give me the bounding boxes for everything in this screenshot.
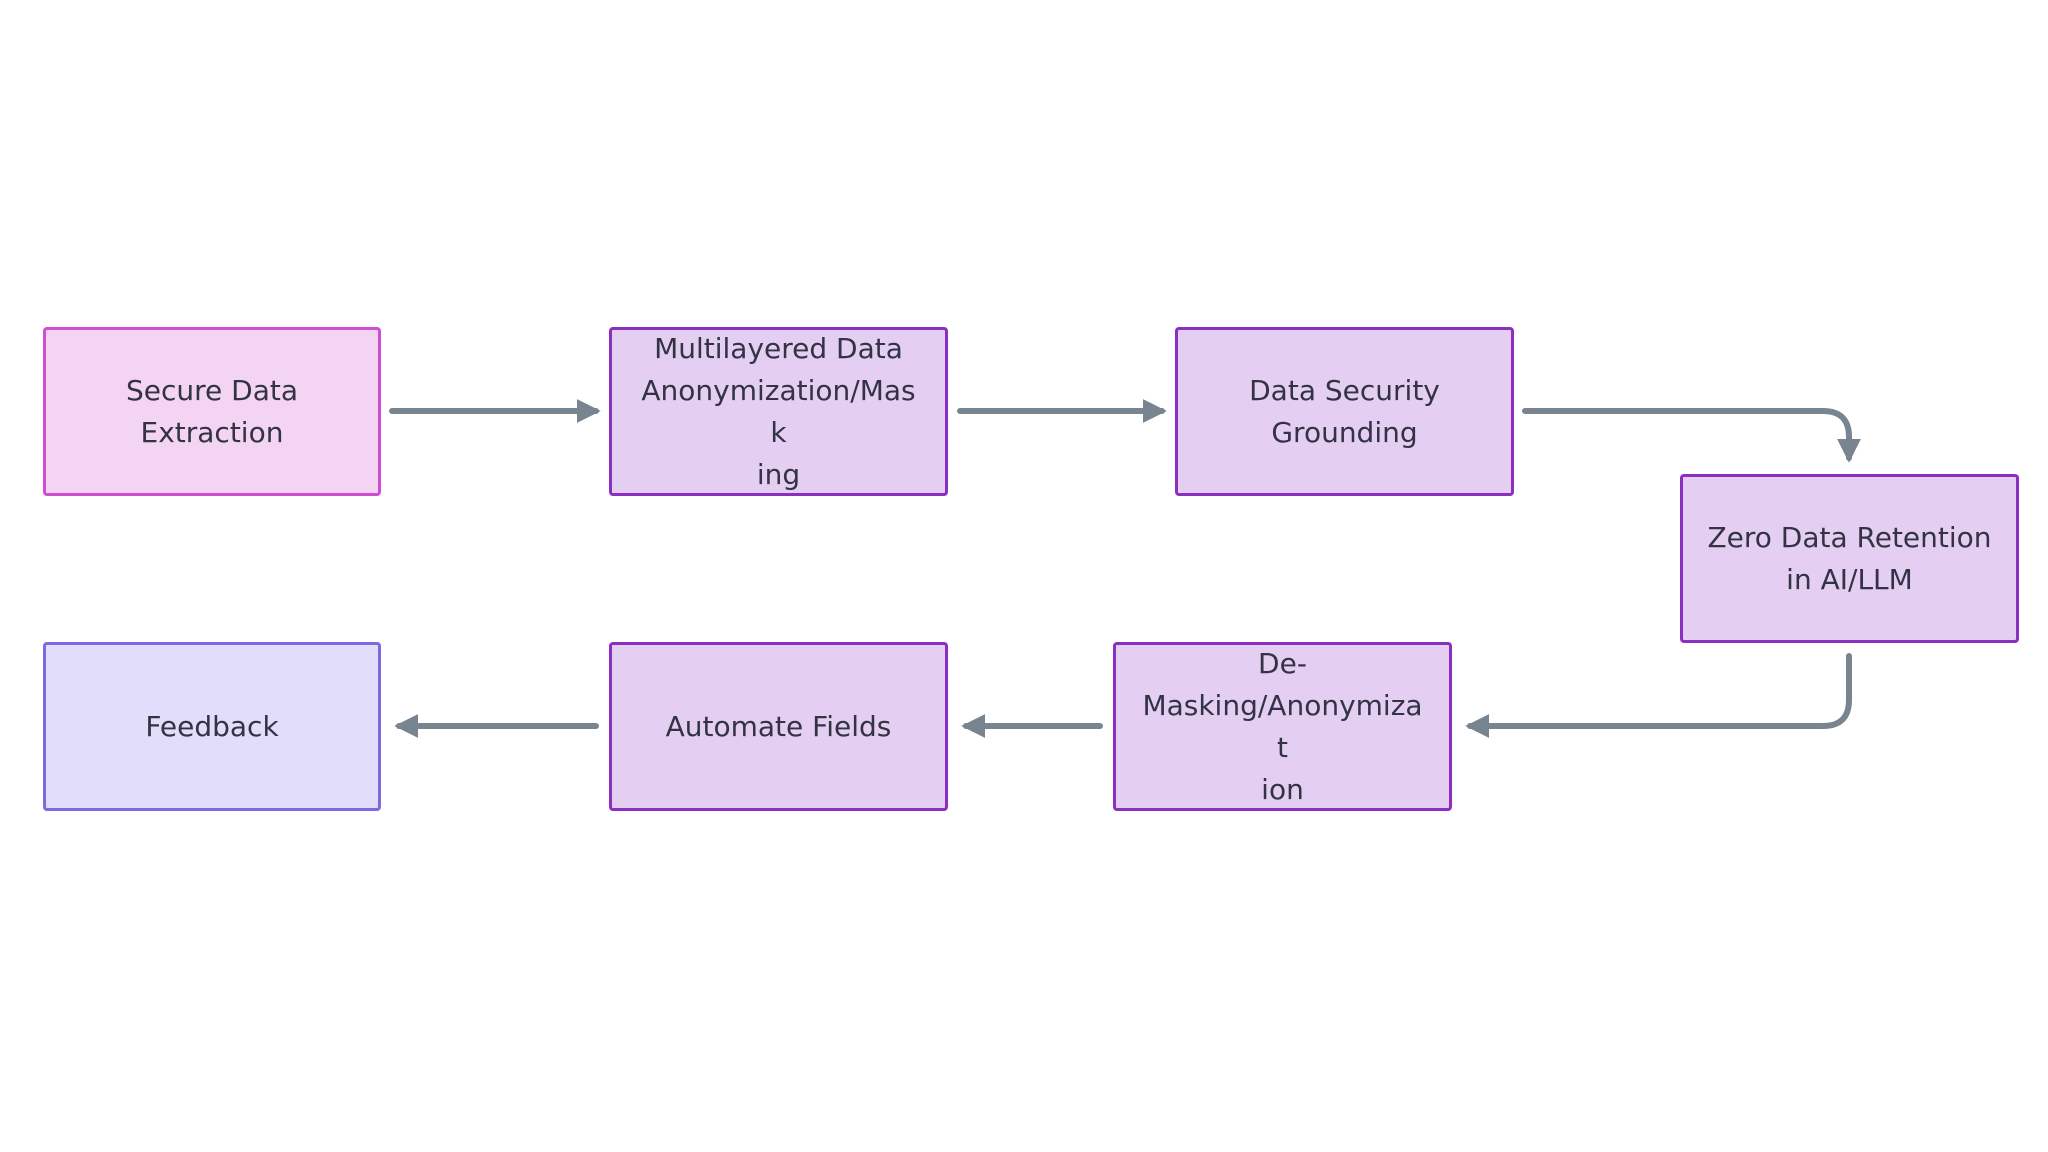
node-feedback: Feedback <box>43 642 381 811</box>
node-secure-data-extraction: Secure Data Extraction <box>43 327 381 496</box>
node-label: Zero Data Retention in AI/LLM <box>1707 520 1992 596</box>
node-de-masking: De- Masking/Anonymizat ion <box>1113 642 1452 811</box>
node-automate-fields: Automate Fields <box>609 642 948 811</box>
node-label: Feedback <box>145 709 279 743</box>
edge-grounding-to-zero-retention <box>1522 408 1861 463</box>
node-data-security-grounding: Data Security Grounding <box>1175 327 1514 496</box>
node-label: Data Security Grounding <box>1249 373 1440 449</box>
node-label: Secure Data Extraction <box>125 373 299 449</box>
node-multilayered-anonymization: Multilayered Data Anonymization/Mask ing <box>609 327 948 496</box>
node-zero-data-retention: Zero Data Retention in AI/LLM <box>1680 474 2019 643</box>
edge-zero-retention-to-demasking <box>1465 653 1852 738</box>
node-label: Multilayered Data Anonymization/Mask ing <box>641 331 916 491</box>
node-label: Automate Fields <box>665 709 892 743</box>
node-label: De- Masking/Anonymizat ion <box>1142 646 1423 806</box>
